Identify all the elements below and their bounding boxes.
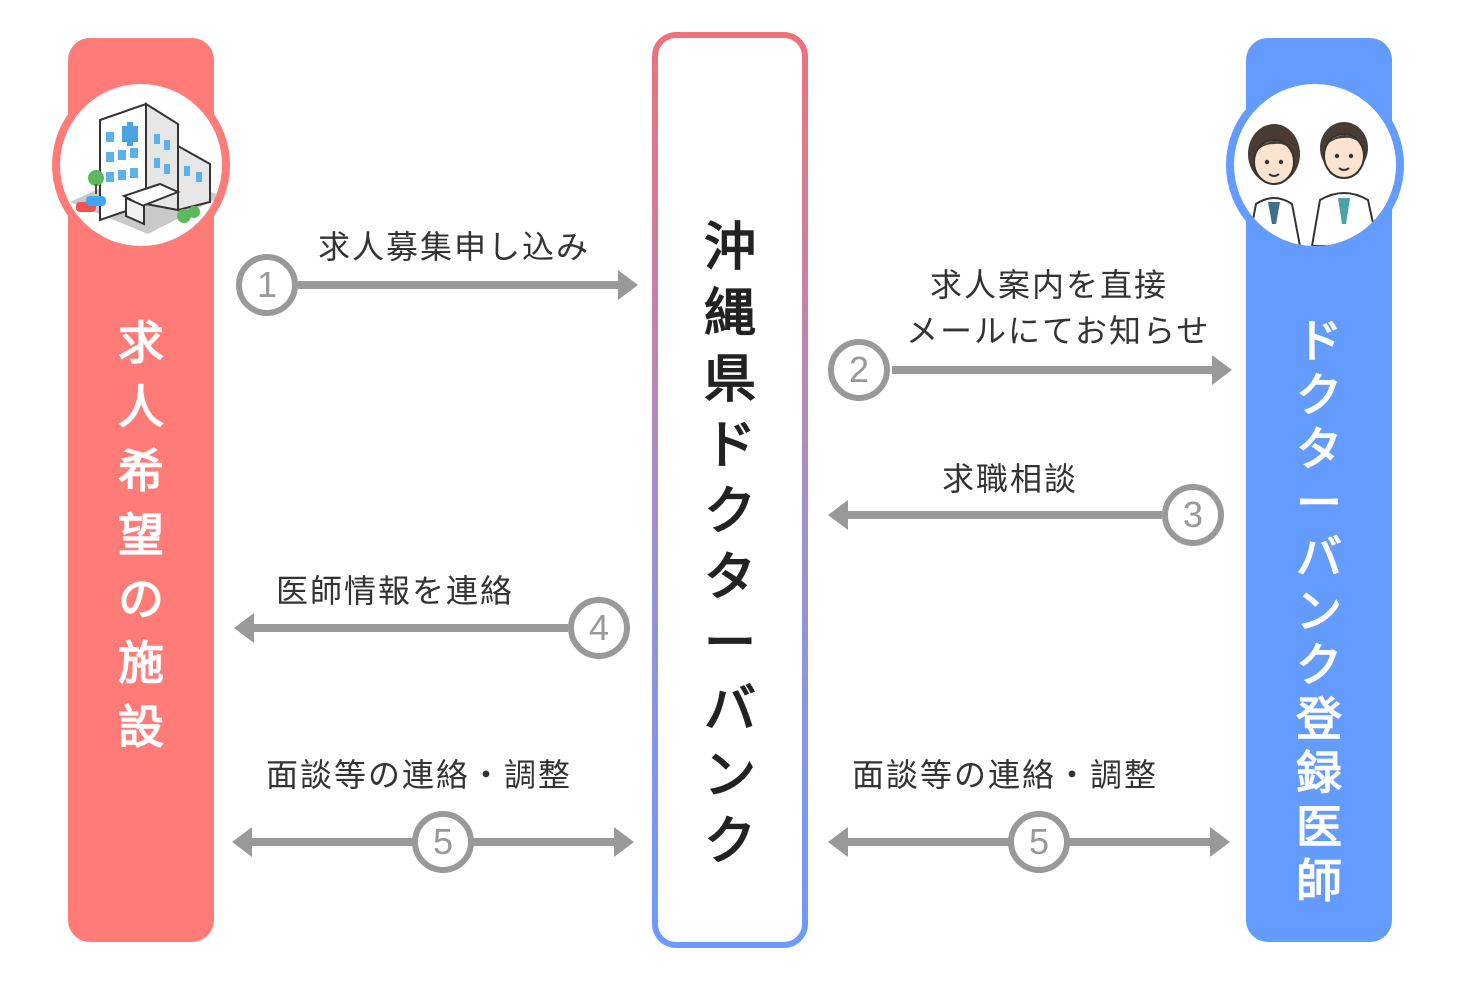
step-2-label-line-2: メールにてお知らせ bbox=[906, 312, 1211, 350]
facility-title-char: 人 bbox=[118, 380, 164, 434]
bank-column: 沖 縄 県 ド ク タ ー バ ン ク bbox=[652, 32, 808, 948]
step-5-left-number: 5 bbox=[412, 811, 474, 873]
doctor-title-char: ー bbox=[1296, 476, 1342, 530]
doctors-badge bbox=[1226, 76, 1404, 254]
arrowhead bbox=[1210, 827, 1230, 857]
step-1-label: 求人募集申し込み bbox=[318, 228, 591, 266]
bank-title: 沖 縄 県 ド ク タ ー バ ン ク bbox=[652, 222, 808, 868]
hospital-badge bbox=[52, 76, 230, 254]
bank-title-char: 縄 bbox=[703, 284, 756, 344]
doctor-title-char: ン bbox=[1296, 584, 1342, 638]
bank-title-char: バ bbox=[703, 680, 756, 740]
step-5-right-number: 5 bbox=[1008, 811, 1070, 873]
bank-title-char: ー bbox=[703, 614, 756, 674]
arrowhead bbox=[1212, 355, 1232, 385]
facility-title-char: 施 bbox=[118, 636, 164, 690]
doctor-title-char: 医 bbox=[1296, 800, 1342, 854]
bank-title-char: ド bbox=[703, 416, 756, 476]
arrowheads bbox=[232, 270, 1232, 857]
doctor-title-char: ク bbox=[1296, 368, 1342, 422]
facility-title-char: の bbox=[118, 572, 164, 626]
arrowhead bbox=[232, 827, 252, 857]
doctor-title-char: 師 bbox=[1296, 854, 1342, 908]
doctors-icon bbox=[1246, 122, 1380, 246]
arrowhead bbox=[234, 613, 254, 643]
step-2-number: 2 bbox=[828, 339, 890, 401]
step-1-number: 1 bbox=[236, 254, 298, 316]
step-4-number: 4 bbox=[568, 597, 630, 659]
doctor-title-char: 録 bbox=[1296, 746, 1342, 800]
bank-title-char: タ bbox=[703, 548, 756, 608]
bank-title-char: ク bbox=[703, 812, 756, 872]
facility-title-char: 求 bbox=[118, 316, 164, 370]
doctor-title-char: タ bbox=[1296, 422, 1342, 476]
doctor-title: ド ク タ ー バ ン ク 登 録 医 師 bbox=[1246, 318, 1392, 904]
facility-title-char: 望 bbox=[118, 508, 164, 562]
bank-title-char: 県 bbox=[703, 350, 756, 410]
facility-title: 求 人 希 望 の 施 設 bbox=[68, 320, 214, 750]
bank-title-char: ン bbox=[703, 746, 756, 806]
arrowhead bbox=[828, 827, 848, 857]
step-2-label-line-1: 求人案内を直接 bbox=[930, 266, 1169, 304]
step-4-label: 医師情報を連絡 bbox=[276, 572, 515, 610]
step-5-left-label: 面談等の連絡・調整 bbox=[266, 756, 573, 794]
doctor-title-char: ド bbox=[1296, 314, 1342, 368]
bank-title-char: ク bbox=[703, 482, 756, 542]
step-3-number: 3 bbox=[1162, 484, 1224, 546]
arrowhead bbox=[614, 827, 634, 857]
doctor-title-char: バ bbox=[1296, 530, 1342, 584]
arrowhead bbox=[618, 270, 638, 300]
step-5-right-label: 面談等の連絡・調整 bbox=[852, 756, 1159, 794]
arrowhead bbox=[828, 500, 848, 530]
facility-title-char: 設 bbox=[118, 700, 164, 754]
bank-column-inner bbox=[658, 38, 802, 942]
step-3-label: 求職相談 bbox=[942, 460, 1079, 498]
hospital-icon bbox=[70, 102, 222, 234]
bank-title-char: 沖 bbox=[703, 218, 756, 278]
facility-title-char: 希 bbox=[118, 444, 164, 498]
doctor-title-char: 登 bbox=[1296, 692, 1342, 746]
doctor-title-char: ク bbox=[1296, 638, 1342, 692]
